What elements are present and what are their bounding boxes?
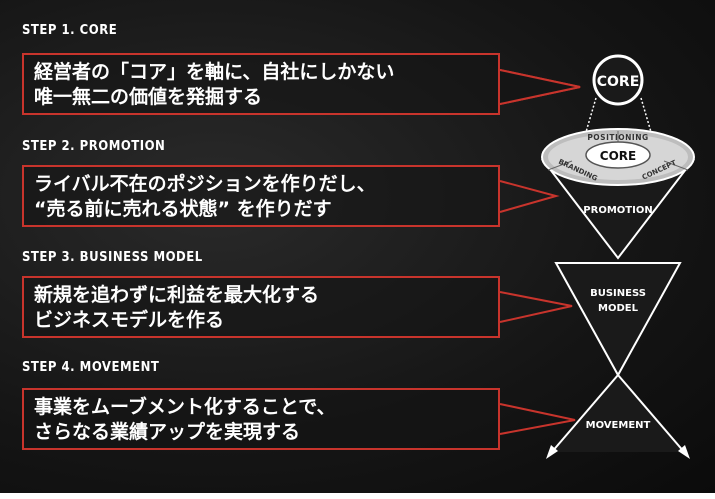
step-1-pointer-fill <box>500 70 578 104</box>
step-2-line-2: “売る前に売れる状態” を作りだす <box>34 198 332 220</box>
positioning-text: POSITIONING <box>587 133 648 142</box>
step-4-line-1: 事業をムーブメント化することで、 <box>34 396 336 418</box>
step-2-label: STEP 2. PROMOTION <box>22 139 166 154</box>
step-3-line-2: ビジネスモデルを作る <box>34 309 225 331</box>
step-1-label: STEP 1. CORE <box>22 23 118 38</box>
inner-core-ellipse <box>585 141 651 169</box>
core-circle <box>592 54 644 106</box>
movement-text: MOVEMENT <box>586 420 651 431</box>
inner-core-text: CORE <box>600 149 636 163</box>
core-top-text: CORE <box>597 74 640 90</box>
step-3-box: 新規を追わずに利益を最大化する ビジネスモデルを作る <box>22 276 500 338</box>
step-4-label: STEP 4. MOVEMENT <box>22 360 160 375</box>
step-2-line-1: ライバル不在のポジションを作りだし、 <box>34 173 376 195</box>
step-1-pointer-edge <box>499 69 581 105</box>
movement-right-arrow-icon <box>678 445 690 459</box>
step-3-pointer <box>499 291 573 323</box>
ring-divider-left <box>547 160 573 171</box>
dotted-connector-left <box>585 97 597 133</box>
step-4-pointer <box>499 403 576 435</box>
step-3-label: STEP 3. BUSINESS MODEL <box>22 250 203 265</box>
movement-right-edge <box>617 374 686 454</box>
business-model-triangle <box>554 262 682 378</box>
step-2-box: ライバル不在のポジションを作りだし、 “売る前に売れる状態” を作りだす <box>22 165 500 227</box>
step-3-line-1: 新規を追わずに利益を最大化する <box>34 284 320 306</box>
step-2-pointer <box>499 180 560 213</box>
promotion-text: PROMOTION <box>583 205 652 216</box>
dotted-connector-right <box>640 97 652 133</box>
business-model-text-1: BUSINESS <box>590 288 646 299</box>
movement-left-edge <box>550 374 619 454</box>
movement-triangle <box>553 375 683 452</box>
step-1-line-2: 唯一無二の価値を発掘する <box>34 86 263 108</box>
movement-left-arrow-icon <box>546 445 558 459</box>
step-4-line-2: さらなる業績アップを実現する <box>34 421 301 443</box>
ring-divider-right <box>663 160 689 171</box>
business-model-text-2: MODEL <box>598 303 639 314</box>
step-4-box: 事業をムーブメント化することで、 さらなる業績アップを実現する <box>22 388 500 450</box>
step-1-line-1: 経営者の「コア」を軸に、自社にしかない <box>34 61 395 83</box>
